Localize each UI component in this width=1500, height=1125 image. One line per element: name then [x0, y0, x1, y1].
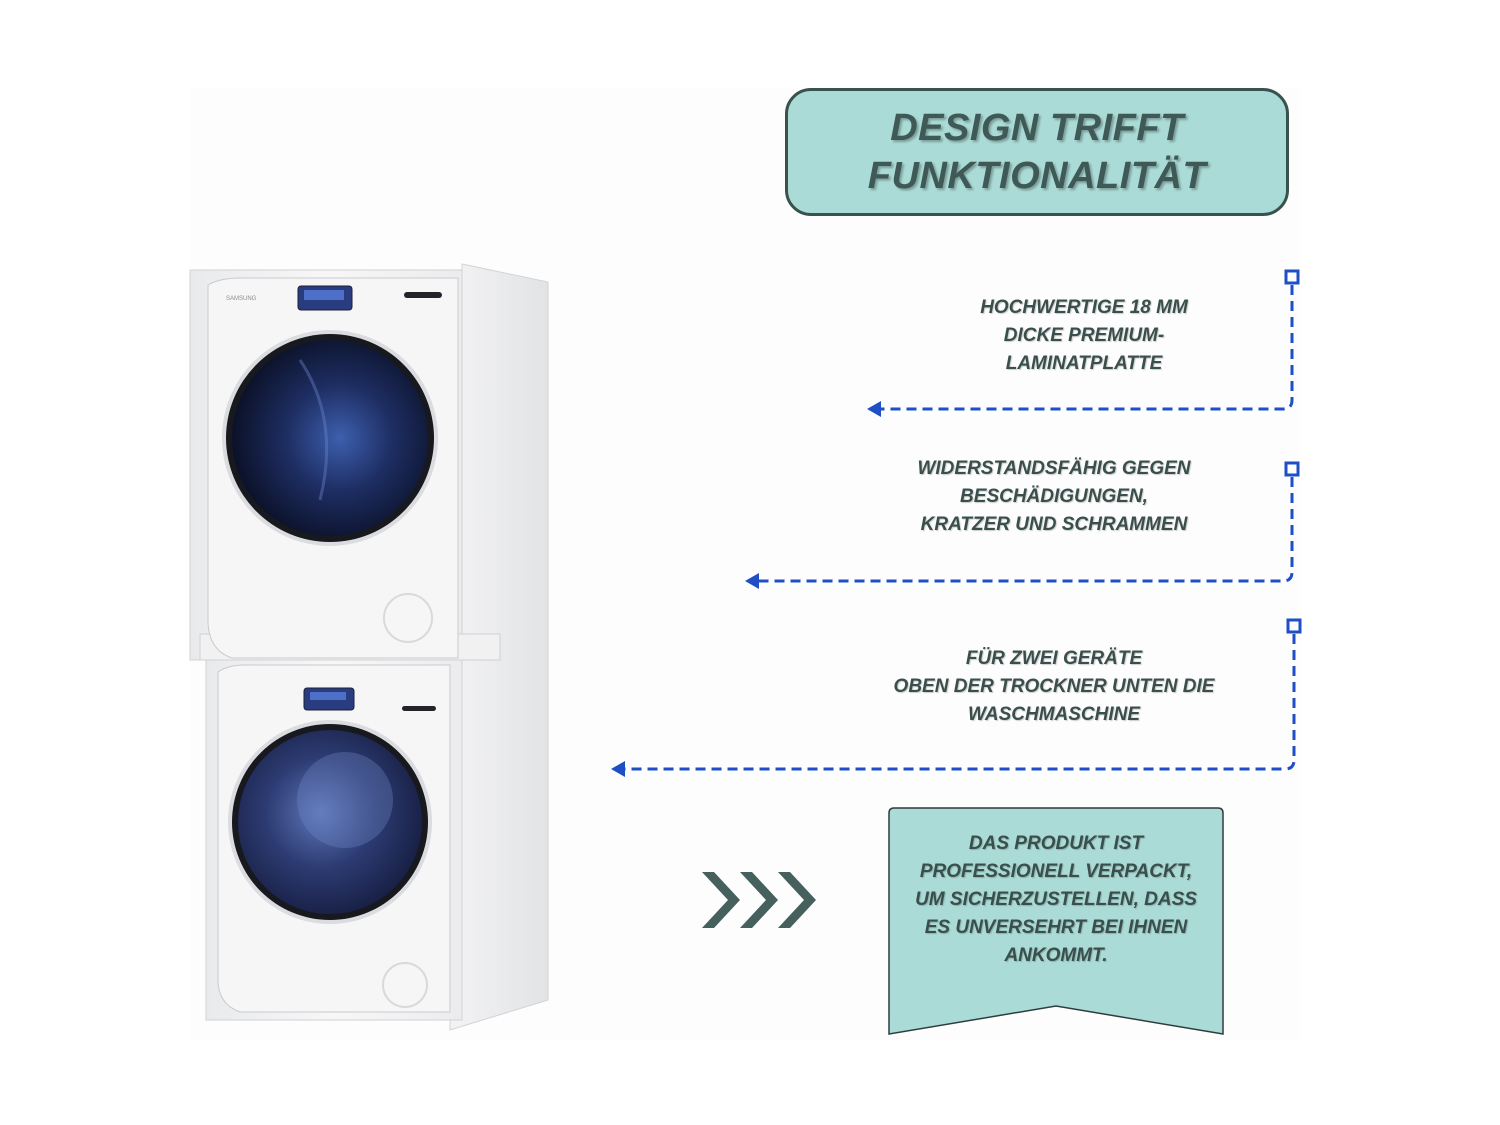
leader-arrow-1: [880, 285, 1294, 411]
badge-line-3: UM SICHERZUSTELLEN, DASS: [915, 889, 1197, 910]
arrowhead-left-2-icon: [745, 573, 759, 589]
feature-2: WIDERSTANDSFÄHIG GEGEN BESCHÄDIGUNGEN, K…: [894, 455, 1214, 539]
washer-machine: [217, 664, 451, 1013]
badge-line-2: PROFESSIONELL VERPACKT,: [919, 861, 1193, 882]
feature-1-line-3: LAMINATPLATTE: [1005, 353, 1163, 374]
arrowhead-left-1-icon: [867, 401, 881, 417]
badge-line-5: ANKOMMT.: [1004, 945, 1108, 966]
leader-arrow-2: [758, 477, 1294, 583]
brand-label: SAMSUNG: [226, 296, 257, 302]
info-badge-text: DAS PRODUKT IST PROFESSIONELL VERPACKT, …: [890, 830, 1222, 970]
leader-anchor-3-icon: [1286, 618, 1302, 634]
feature-3-line-1: FÜR ZWEI GERÄTE: [965, 648, 1143, 669]
title-banner: DESIGN TRIFFT FUNKTIONALITÄT: [785, 88, 1289, 216]
feature-2-line-2: BESCHÄDIGUNGEN,: [960, 486, 1148, 507]
feature-1-line-1: HOCHWERTIGE 18 MM: [980, 297, 1188, 318]
badge-line-1: DAS PRODUKT IST: [968, 833, 1144, 854]
feature-2-line-3: KRATZER UND SCHRAMMEN: [920, 514, 1188, 535]
leader-anchor-1-icon: [1284, 269, 1300, 285]
title-line-1: DESIGN TRIFFT: [890, 107, 1184, 149]
feature-3-line-2: OBEN DER TROCKNER UNTEN DIE: [893, 676, 1215, 697]
leader-anchor-2-icon: [1284, 461, 1300, 477]
feature-3: FÜR ZWEI GERÄTE OBEN DER TROCKNER UNTEN …: [874, 645, 1234, 729]
badge-line-4: ES UNVERSEHRT BEI IHNEN: [924, 917, 1188, 938]
feature-2-line-1: WIDERSTANDSFÄHIG GEGEN: [917, 458, 1191, 479]
feature-3-line-3: WASCHMASCHINE: [967, 704, 1141, 725]
arrowhead-left-3-icon: [611, 761, 625, 777]
feature-1: HOCHWERTIGE 18 MM DICKE PREMIUM- LAMINAT…: [964, 294, 1204, 378]
leader-arrow-3: [624, 634, 1296, 771]
feature-1-line-2: DICKE PREMIUM-: [1003, 325, 1165, 346]
title-line-2: FUNKTIONALITÄT: [867, 155, 1207, 197]
dryer-machine: SAMSUNG: [207, 277, 459, 659]
